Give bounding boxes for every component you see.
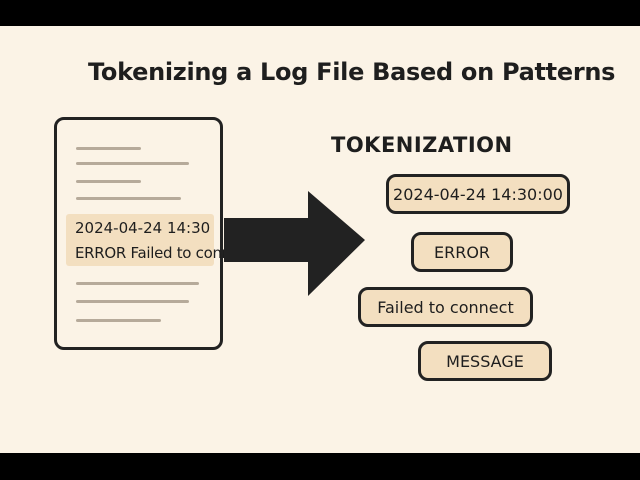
log-line xyxy=(76,147,141,150)
log-line xyxy=(76,197,181,200)
diagram-canvas: Tokenizing a Log File Based on Patterns … xyxy=(0,26,640,453)
log-line xyxy=(76,162,189,165)
log-line xyxy=(76,300,189,303)
log-entry-highlight xyxy=(66,214,214,266)
log-entry-message: ERROR Failed to connect xyxy=(75,244,254,262)
log-line xyxy=(76,282,199,285)
token-message-text: Failed to connect xyxy=(358,287,533,327)
diagram-title: Tokenizing a Log File Based on Patterns xyxy=(88,58,616,86)
tokenize-arrow-icon xyxy=(224,191,365,296)
token-level: ERROR xyxy=(411,232,513,272)
tokenization-heading: TOKENIZATION xyxy=(331,133,513,157)
letterbox-top xyxy=(0,0,640,26)
token-timestamp: 2024-04-24 14:30:00 xyxy=(386,174,570,214)
letterbox-bottom xyxy=(0,453,640,480)
log-line xyxy=(76,180,141,183)
log-entry-timestamp: 2024-04-24 14:30 xyxy=(75,219,211,237)
token-message-type: MESSAGE xyxy=(418,341,552,381)
log-line xyxy=(76,319,161,322)
